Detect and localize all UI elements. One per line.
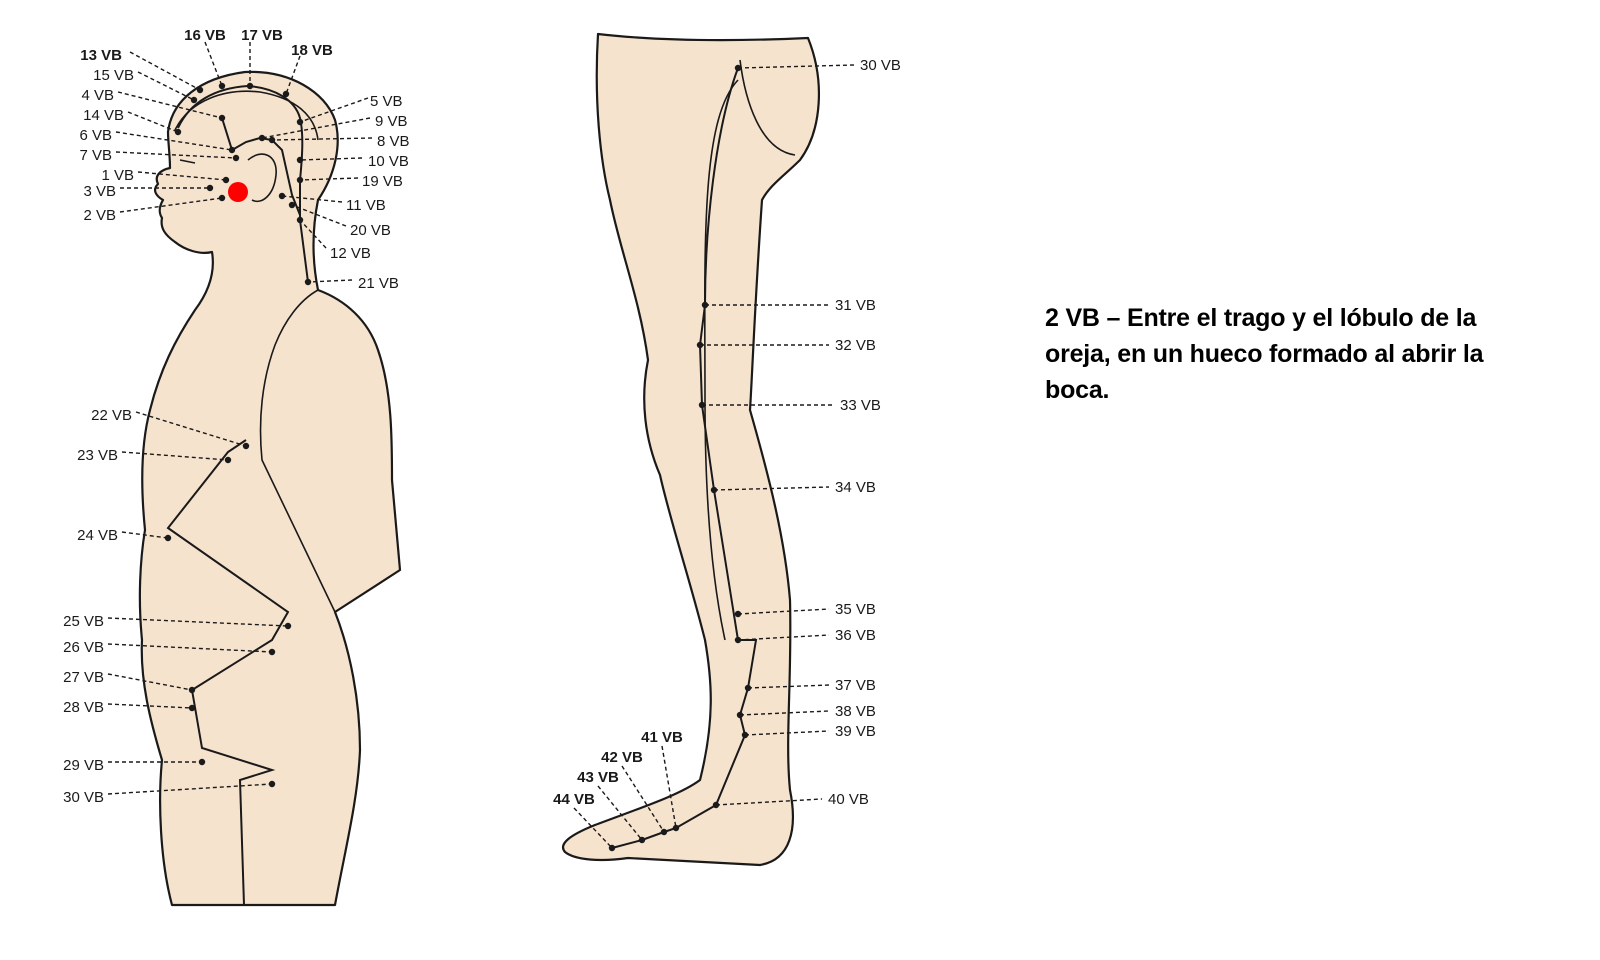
label-2-vb: 2 VB [83,207,116,224]
label-leg-33-vb: 33 VB [840,397,881,414]
label-leg-36-vb: 36 VB [835,627,876,644]
label-7-vb: 7 VB [79,147,112,164]
label-18-vb: 18 VB [291,42,333,59]
label-leg-30-vb: 30 VB [860,57,901,74]
label-3-vb: 3 VB [83,183,116,200]
label-21-vb: 21 VB [358,275,399,292]
point-description: 2 VB – Entre el trago y el lóbulo de la … [1045,300,1545,408]
label-leg-43-vb: 43 VB [577,769,619,786]
label-leg-34-vb: 34 VB [835,479,876,496]
label-23-vb: 23 VB [77,447,118,464]
label-10-vb: 10 VB [368,153,409,170]
label-15-vb: 15 VB [93,67,134,84]
label-6-vb: 6 VB [79,127,112,144]
label-leg-37-vb: 37 VB [835,677,876,694]
label-4-vb: 4 VB [81,87,114,104]
label-leg-35-vb: 35 VB [835,601,876,618]
highlight-point-2vb [228,182,248,202]
label-leg-42-vb: 42 VB [601,749,643,766]
label-28-vb: 28 VB [63,699,104,716]
label-27-vb: 27 VB [63,669,104,686]
label-9-vb: 9 VB [375,113,408,130]
label-17-vb: 17 VB [241,27,283,44]
point-18-vb [283,91,289,97]
label-25-vb: 25 VB [63,613,104,630]
point-16-vb [219,83,225,89]
label-leg-41-vb: 41 VB [641,729,683,746]
label-19-vb: 19 VB [362,173,403,190]
leg-outline [563,34,819,865]
label-20-vb: 20 VB [350,222,391,239]
leg-figure: 30 VB 31 VB 32 VB 33 VB 34 VB 35 VB 36 VB 37 VB… [553,34,901,865]
label-11-vb: 11 VB [346,197,386,214]
label-16-vb: 16 VB [184,27,226,44]
label-leg-32-vb: 32 VB [835,337,876,354]
label-leg-39-vb: 39 VB [835,723,876,740]
label-29-vb: 29 VB [63,757,104,774]
label-leg-44-vb: 44 VB [553,791,595,808]
label-22-vb: 22 VB [91,407,132,424]
label-8-vb: 8 VB [377,133,410,150]
torso-figure: 13 VB 16 VB 17 VB 18 VB 15 VB 4 VB 5 VB 14 VB 9 … [63,27,409,905]
label-leg-31-vb: 31 VB [835,297,876,314]
point-14-vb [175,129,181,135]
label-leg-38-vb: 38 VB [835,703,876,720]
label-1-vb: 1 VB [101,167,134,184]
label-14-vb: 14 VB [83,107,124,124]
label-26-vb: 26 VB [63,639,104,656]
point-15-vb [191,97,197,103]
label-12-vb: 12 VB [330,245,371,262]
label-24-vb: 24 VB [77,527,118,544]
label-leg-40-vb: 40 VB [828,791,869,808]
label-13-vb: 13 VB [80,47,122,64]
label-30-vb: 30 VB [63,789,104,806]
label-5-vb: 5 VB [370,93,403,110]
leader-13-vb [130,52,200,90]
